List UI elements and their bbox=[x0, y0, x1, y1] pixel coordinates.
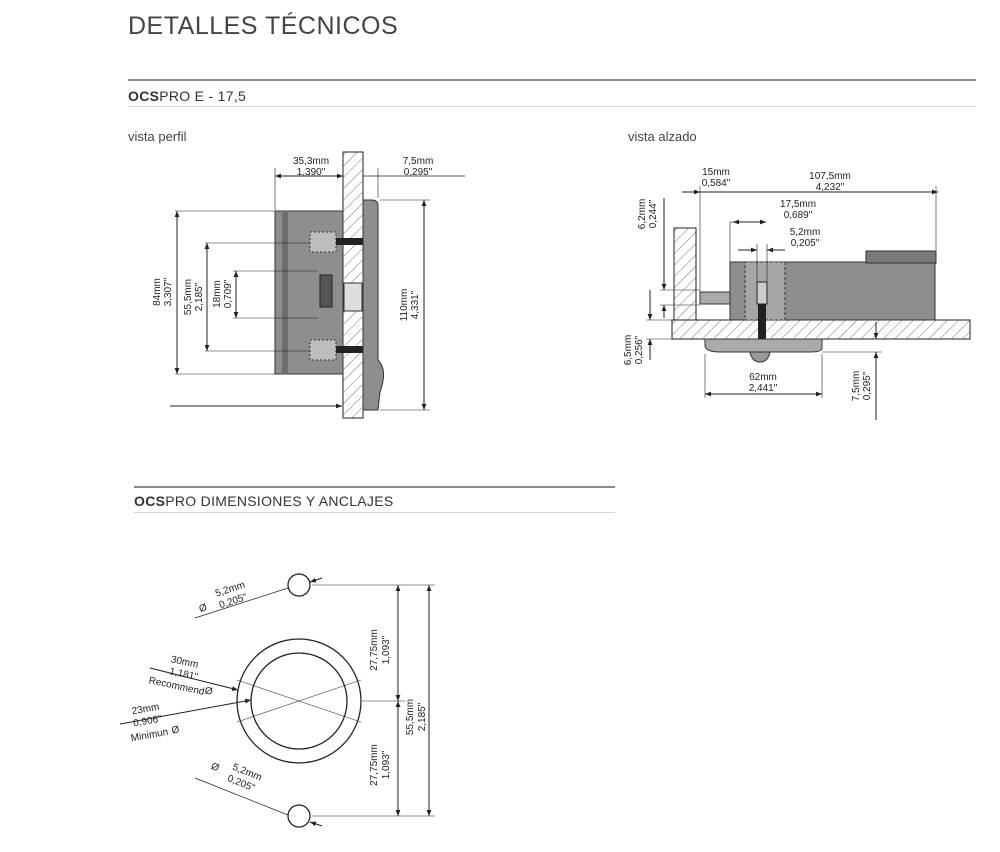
elevation-dim-65-in: 0,256" bbox=[634, 335, 645, 364]
profile-dim-18-in: 0,709" bbox=[223, 279, 234, 308]
anchor-hole-top-dia: Ø bbox=[198, 602, 209, 615]
elevation-dim-62h-mm: 6,2mm bbox=[637, 199, 648, 230]
anchor-min-label: Minimun bbox=[130, 727, 169, 744]
section1-name: PRO E - 17,5 bbox=[159, 88, 247, 104]
elevation-dim-107-mm: 107,5mm bbox=[809, 171, 851, 182]
section1-underline bbox=[128, 106, 976, 107]
anchor-min-mm: 23mm bbox=[131, 702, 160, 718]
elevation-device-top bbox=[865, 250, 937, 264]
profile-dim-84-in: 3,307" bbox=[163, 277, 174, 306]
anchor-half-bot-in: 1,093" bbox=[381, 750, 392, 779]
section2-heading: OCSPRO DIMENSIONES Y ANCLAJES bbox=[134, 493, 394, 509]
section2-brand: OCS bbox=[134, 493, 166, 509]
elevation-door-edge bbox=[673, 227, 697, 321]
elevation-dim-52-mm: 5,2mm bbox=[790, 227, 821, 238]
profile-dim-55-in: 2,185" bbox=[194, 282, 205, 311]
elevation-dim-75-mm: 7,5mm bbox=[851, 371, 862, 402]
profile-dim-84-mm: 84mm bbox=[152, 278, 163, 306]
profile-bolt-top bbox=[309, 231, 366, 253]
elevation-knob bbox=[749, 351, 771, 363]
elevation-dim-52-in: 0,205" bbox=[791, 238, 820, 249]
anchor-hole-top bbox=[287, 573, 311, 597]
elevation-dim-15-mm: 15mm bbox=[702, 167, 730, 178]
anchor-drawing: 5,2mm 0,205" Ø 30mm 1,181" Recommend Ø 2… bbox=[119, 573, 435, 828]
profile-dim-18-mm: 18mm bbox=[212, 280, 223, 308]
elevation-dim-65-mm: 6,5mm bbox=[623, 335, 634, 366]
elevation-dim-62-in: 2,441" bbox=[749, 383, 778, 394]
anchor-outer-circle bbox=[236, 638, 362, 764]
anchor-half-top-mm: 27,75mm bbox=[369, 629, 380, 671]
section2-name: PRO DIMENSIONES Y ANCLAJES bbox=[165, 493, 394, 509]
elevation-dim-107-in: 4,232" bbox=[816, 182, 845, 193]
profile-device-slot bbox=[319, 274, 333, 308]
section1-brand: OCS bbox=[128, 88, 160, 104]
anchor-half-top-in: 1,093" bbox=[381, 635, 392, 664]
anchor-hole-bottom bbox=[287, 804, 311, 828]
elevation-view-label: vista alzado bbox=[628, 129, 697, 144]
elevation-dim-17-mm: 17,5mm bbox=[780, 199, 816, 210]
anchor-min-dia: Ø bbox=[171, 724, 181, 736]
profile-device-edge bbox=[282, 211, 288, 374]
profile-dim-110-mm: 110mm bbox=[399, 289, 410, 322]
page-title: DETALLES TÉCNICOS bbox=[128, 12, 399, 40]
elevation-dim-17-in: 0,689" bbox=[784, 210, 813, 221]
elevation-dim-62h-in: 0,244" bbox=[648, 199, 659, 228]
elevation-glass-panel bbox=[671, 319, 971, 340]
profile-connector bbox=[343, 282, 363, 312]
profile-view-drawing: 35,3mm 1,390" 7,5mm 0,295" 84mm 3,307" 5… bbox=[152, 151, 465, 419]
profile-dim-top-left-in: 1,390" bbox=[297, 167, 326, 178]
profile-bolt-bottom bbox=[309, 339, 366, 361]
elevation-view-drawing: 15mm 0,584" 107,5mm 4,232" 17,5mm 0,689"… bbox=[623, 167, 971, 420]
elevation-screw bbox=[756, 281, 768, 305]
profile-view-label: vista perfil bbox=[128, 129, 187, 144]
profile-dim-top-left-mm: 35,3mm bbox=[293, 156, 329, 167]
anchor-total-in: 2,185" bbox=[417, 702, 428, 731]
anchor-cross-2 bbox=[236, 679, 362, 723]
section2-rule bbox=[134, 486, 615, 488]
elevation-bracket bbox=[699, 291, 731, 305]
elevation-dim-15-in: 0,584" bbox=[702, 178, 731, 189]
section2-underline bbox=[134, 512, 615, 513]
section1-heading: OCSPRO E - 17,5 bbox=[128, 88, 246, 104]
anchor-inner-circle bbox=[250, 652, 348, 750]
elevation-lower-plate bbox=[704, 338, 823, 353]
elevation-screw-shaft bbox=[758, 304, 766, 344]
anchor-rec-dia: Ø bbox=[204, 685, 214, 697]
anchor-total-mm: 55,5mm bbox=[405, 699, 416, 735]
anchor-half-bot-mm: 27,75mm bbox=[369, 744, 380, 786]
profile-dim-top-right-mm: 7,5mm bbox=[403, 156, 434, 167]
profile-dim-top-right-in: 0,295" bbox=[404, 167, 433, 178]
profile-dim-55-mm: 55,5mm bbox=[183, 279, 194, 315]
profile-outer-plate bbox=[362, 199, 384, 411]
anchor-min-in: 0,906" bbox=[133, 714, 163, 730]
profile-dim-110-in: 4,331" bbox=[410, 290, 421, 319]
anchor-hole-bot-dia: Ø bbox=[209, 761, 221, 774]
elevation-dim-75-in: 0,295" bbox=[862, 371, 873, 400]
section1-rule bbox=[128, 79, 976, 81]
elevation-dim-62-mm: 62mm bbox=[749, 372, 777, 383]
